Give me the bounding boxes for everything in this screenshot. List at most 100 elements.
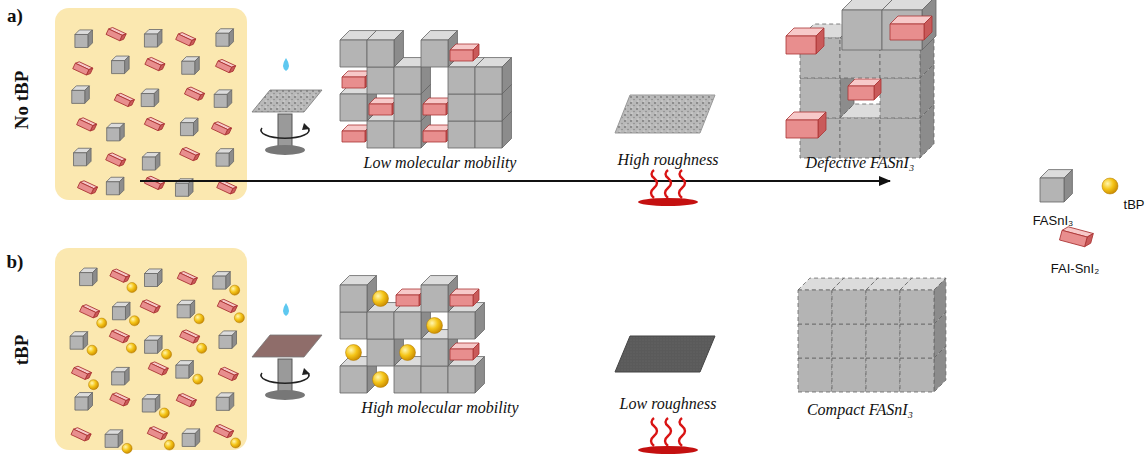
droplet xyxy=(283,58,289,71)
fasni3-cube xyxy=(112,302,130,320)
fai-sni2-block xyxy=(176,31,196,47)
shape xyxy=(450,295,473,306)
shape xyxy=(213,426,229,438)
shape xyxy=(125,56,130,74)
fasni3-cube xyxy=(70,332,88,350)
fasni3-cube xyxy=(900,278,946,324)
shape xyxy=(448,121,475,148)
shape xyxy=(85,86,90,104)
shape xyxy=(229,149,234,167)
shape xyxy=(502,58,511,94)
shape xyxy=(232,331,237,349)
fai-sni2-block xyxy=(786,28,824,54)
fai-sni2-block xyxy=(848,79,881,100)
shape xyxy=(195,429,200,447)
shape xyxy=(252,90,322,112)
fasni3-cube xyxy=(80,268,98,286)
fai-sni2-particle xyxy=(213,423,233,439)
shape xyxy=(475,67,502,94)
tbp-sphere xyxy=(1102,178,1118,194)
shape xyxy=(182,433,195,446)
fai-sni2-particle xyxy=(73,61,93,77)
shape xyxy=(88,393,93,411)
fai-sni2-block xyxy=(110,268,130,284)
shape xyxy=(214,94,227,107)
fai-sni2-particle xyxy=(71,426,91,442)
shape xyxy=(175,183,188,196)
shape xyxy=(832,290,866,324)
heat-wave xyxy=(665,418,671,446)
shape xyxy=(423,131,446,142)
tbp-sphere xyxy=(126,343,136,353)
shape xyxy=(144,178,160,190)
fai-sni2-block xyxy=(144,116,164,132)
shape xyxy=(880,118,920,158)
fai-sni2-block xyxy=(177,270,197,286)
heat-wave xyxy=(651,170,657,198)
fasni3-cube xyxy=(142,394,160,412)
fasni3-cube xyxy=(177,300,195,318)
fai-sni2-block xyxy=(180,146,200,162)
shape xyxy=(109,331,125,343)
fai-sni2-block xyxy=(184,86,204,102)
shape xyxy=(158,336,163,354)
fasni3-cube xyxy=(107,123,125,141)
shape xyxy=(866,324,900,358)
fasni3-cube xyxy=(141,89,159,107)
fai-sni2-block xyxy=(1059,225,1093,248)
shape xyxy=(816,28,824,54)
shape xyxy=(421,339,448,366)
fasni3-cube xyxy=(75,393,93,411)
fai-sni2-block xyxy=(73,61,93,77)
fasni3-cube xyxy=(180,118,198,136)
tbp-sphere xyxy=(162,349,172,359)
shape xyxy=(147,428,163,440)
shape xyxy=(141,94,154,107)
shape xyxy=(110,394,126,406)
fai-sni2-block xyxy=(148,361,168,377)
shape xyxy=(832,358,866,392)
fai-sni2-particle xyxy=(106,26,126,42)
shape xyxy=(369,104,392,115)
fai-sni2-particle xyxy=(114,92,134,108)
fai-sni2-block xyxy=(114,92,134,108)
shape xyxy=(145,274,158,287)
shape xyxy=(75,397,88,410)
tbp-sphere xyxy=(231,438,241,448)
shape xyxy=(118,430,123,448)
result-label: Compact FASnI₃ xyxy=(807,401,913,419)
fai-sni2-particle xyxy=(218,366,238,382)
fasni3-cube xyxy=(106,177,124,195)
fasni3-cube xyxy=(176,361,194,379)
shape xyxy=(216,33,229,46)
shape xyxy=(475,357,484,393)
shape xyxy=(216,61,232,73)
fai-sni2-block xyxy=(145,56,165,72)
shape xyxy=(367,312,394,339)
fai-sni2-block xyxy=(180,329,200,345)
rotation-head xyxy=(302,368,310,375)
shape xyxy=(798,358,832,392)
fasni3-cube xyxy=(367,31,403,67)
shape xyxy=(75,34,88,47)
shape xyxy=(88,30,93,48)
fasni3-cube xyxy=(182,429,200,447)
shape xyxy=(87,148,92,166)
shape xyxy=(155,153,160,171)
fasni3-cube xyxy=(216,393,234,411)
shape xyxy=(217,182,233,194)
heat-wave xyxy=(651,418,657,446)
shape xyxy=(216,153,229,166)
shape xyxy=(177,273,193,285)
result-label: Defective FASnI₃ xyxy=(806,154,915,172)
shape xyxy=(786,120,818,138)
shape xyxy=(890,24,924,40)
shape xyxy=(367,121,394,148)
shape xyxy=(448,94,475,121)
fai-sni2-particle xyxy=(110,268,130,284)
shape xyxy=(900,290,934,324)
heat-wave xyxy=(679,170,685,198)
tbp-sphere xyxy=(346,345,362,361)
legend-text: FAI-SnI₂ xyxy=(1051,261,1099,276)
